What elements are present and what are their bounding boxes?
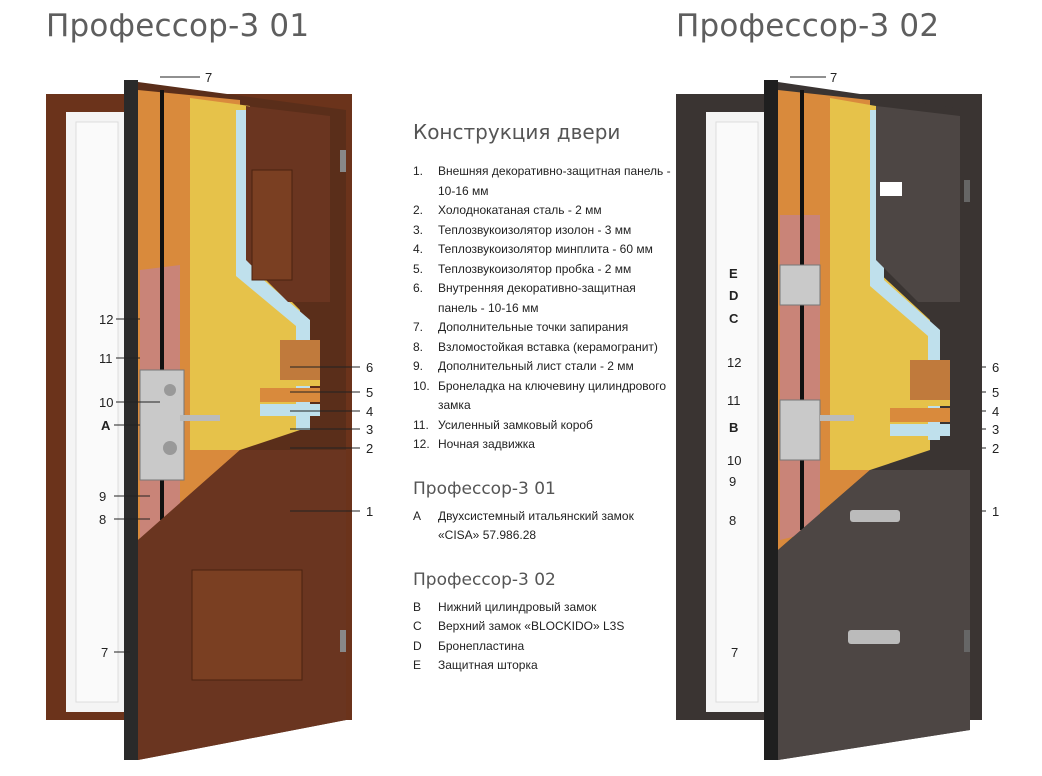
- legend-panel: Конструкция двери 1.Внешняя декоративно-…: [413, 120, 673, 676]
- legend-heading: Конструкция двери: [413, 120, 621, 144]
- legend-list: 1.Внешняя декоративно-защитная панель - …: [413, 162, 673, 455]
- callout-6-left: 6: [366, 360, 374, 375]
- callout-8-right: 8: [729, 513, 737, 528]
- legend-item: 11.Усиленный замковый короб: [413, 417, 593, 432]
- inner-panel: [876, 106, 960, 302]
- callout-3-left: 3: [366, 422, 374, 437]
- model-title-left: Профессор-3 01: [46, 8, 310, 44]
- legend-item: 2.Холоднокатаная сталь - 2 мм: [413, 203, 602, 217]
- callout-2-left: 2: [366, 441, 374, 456]
- callout-1-left: 1: [366, 504, 374, 519]
- callout-4-right: 4: [992, 404, 1000, 419]
- callout-12-left: 12: [99, 312, 114, 327]
- model1-heading: Профессор-3 01: [413, 478, 556, 499]
- callout-11-right: 11: [727, 393, 741, 408]
- lower-lock: [779, 399, 821, 461]
- callout-2-right: 2: [992, 441, 1000, 456]
- door-handle: [180, 415, 220, 421]
- callout-4-left: 4: [366, 404, 374, 419]
- callout-7-bottom-right: 7: [731, 645, 739, 660]
- callout-12-right: 12: [727, 355, 742, 370]
- callout-3-right: 3: [992, 422, 1000, 437]
- callout-D-right: D: [729, 288, 739, 303]
- callout-11-left: 11: [99, 351, 113, 366]
- callout-9-left: 9: [99, 489, 107, 504]
- door-handle: [820, 415, 854, 421]
- legend-item: 8.Взломостойкая вставка (керамогранит): [413, 339, 658, 354]
- callout-7-top-left: 7: [205, 70, 213, 85]
- callout-8-left: 8: [99, 512, 107, 527]
- door-steel-edge: [764, 80, 778, 760]
- legend-item: 5.Теплозвукоизолятор пробка - 2 мм: [413, 261, 632, 276]
- callout-6-right: 6: [992, 360, 1000, 375]
- callout-5-left: 5: [366, 385, 374, 400]
- callout-A-left: A: [101, 418, 111, 433]
- legend-item: 1.Внешняя декоративно-защитная панель - …: [413, 164, 671, 198]
- peephole-plate: [880, 182, 902, 196]
- legend-item: 10.Бронеладка на ключевину цилиндрового …: [413, 378, 667, 413]
- callout-10-left: 10: [99, 395, 114, 410]
- legend-item: 6.Внутренняя декоративно-защитная панель…: [413, 281, 636, 315]
- legend-item: 7.Дополнительные точки запирания: [413, 320, 629, 334]
- legend-item: 4.Теплозвукоизолятор минплита - 60 мм: [413, 242, 653, 256]
- callout-9-right: 9: [729, 474, 737, 489]
- legend-item: 3.Теплозвукоизолятор изолон - 3 мм: [413, 222, 632, 237]
- model2-heading: Профессор-3 02: [413, 569, 556, 590]
- callout-7-top-right: 7: [830, 70, 838, 85]
- legend-item: 12.Ночная задвижка: [413, 437, 535, 451]
- model-title-right: Профессор-3 02: [676, 8, 940, 44]
- callout-7-bottom-left: 7: [101, 645, 109, 660]
- lower-handle-plate: [850, 510, 900, 522]
- door-steel-edge: [124, 80, 138, 760]
- callout-B-right: B: [729, 420, 739, 435]
- callout-1-right: 1: [992, 504, 1000, 519]
- callout-10-right: 10: [727, 453, 742, 468]
- door-illustration-right: [676, 80, 982, 760]
- legend-item: 9.Дополнительный лист стали - 2 мм: [413, 359, 634, 373]
- callout-E-right: E: [729, 266, 738, 281]
- callout-5-right: 5: [992, 385, 1000, 400]
- upper-lock: [779, 264, 821, 306]
- callout-C-right: C: [729, 311, 739, 326]
